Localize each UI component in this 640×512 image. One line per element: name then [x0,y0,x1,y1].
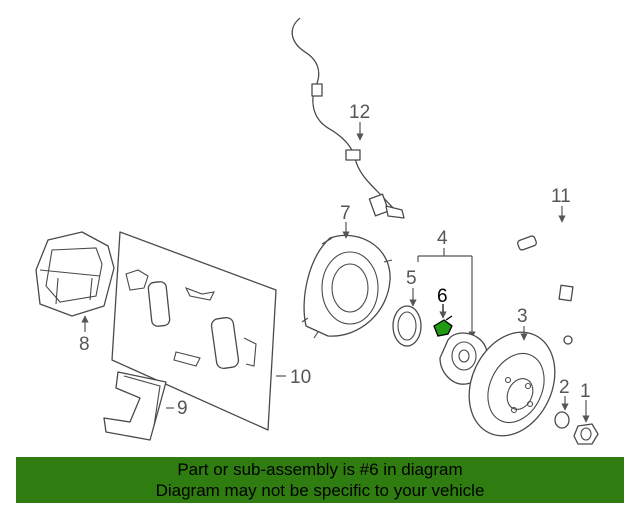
parts-diagram: 1 2 3 4 5 6 7 8 9 10 11 12 [35,17,599,450]
callout-7: 7 [340,203,351,224]
callout-2: 2 [559,377,570,398]
info-banner: Part or sub-assembly is #6 in diagram Di… [16,457,624,503]
abs-sensor-wire[interactable] [291,17,405,219]
hub-bolt[interactable] [433,315,453,337]
callout-1: 1 [580,381,591,402]
banner-line-part: Part or sub-assembly is #6 in diagram [177,460,463,479]
brake-rotor[interactable] [453,318,571,450]
brake-pad-kit[interactable] [111,231,277,431]
hub-nut[interactable] [573,423,599,445]
callout-12: 12 [349,102,370,123]
tone-ring[interactable] [392,305,422,347]
callout-3: 3 [517,306,528,327]
callout-9: 9 [177,398,188,419]
callout-10: 10 [290,367,311,388]
brake-hose[interactable] [517,235,574,345]
brake-caliper[interactable] [35,231,115,317]
callout-8: 8 [79,334,90,355]
callout-4: 4 [437,228,448,249]
callout-6: 6 [437,286,448,307]
caliper-bracket[interactable] [103,371,167,441]
banner-line-disclaimer: Diagram may not be specific to your vehi… [155,481,485,500]
callout-5: 5 [406,268,417,289]
dust-shield[interactable] [301,234,393,339]
lug-nut-small[interactable] [554,411,570,429]
callout-11: 11 [551,186,571,207]
